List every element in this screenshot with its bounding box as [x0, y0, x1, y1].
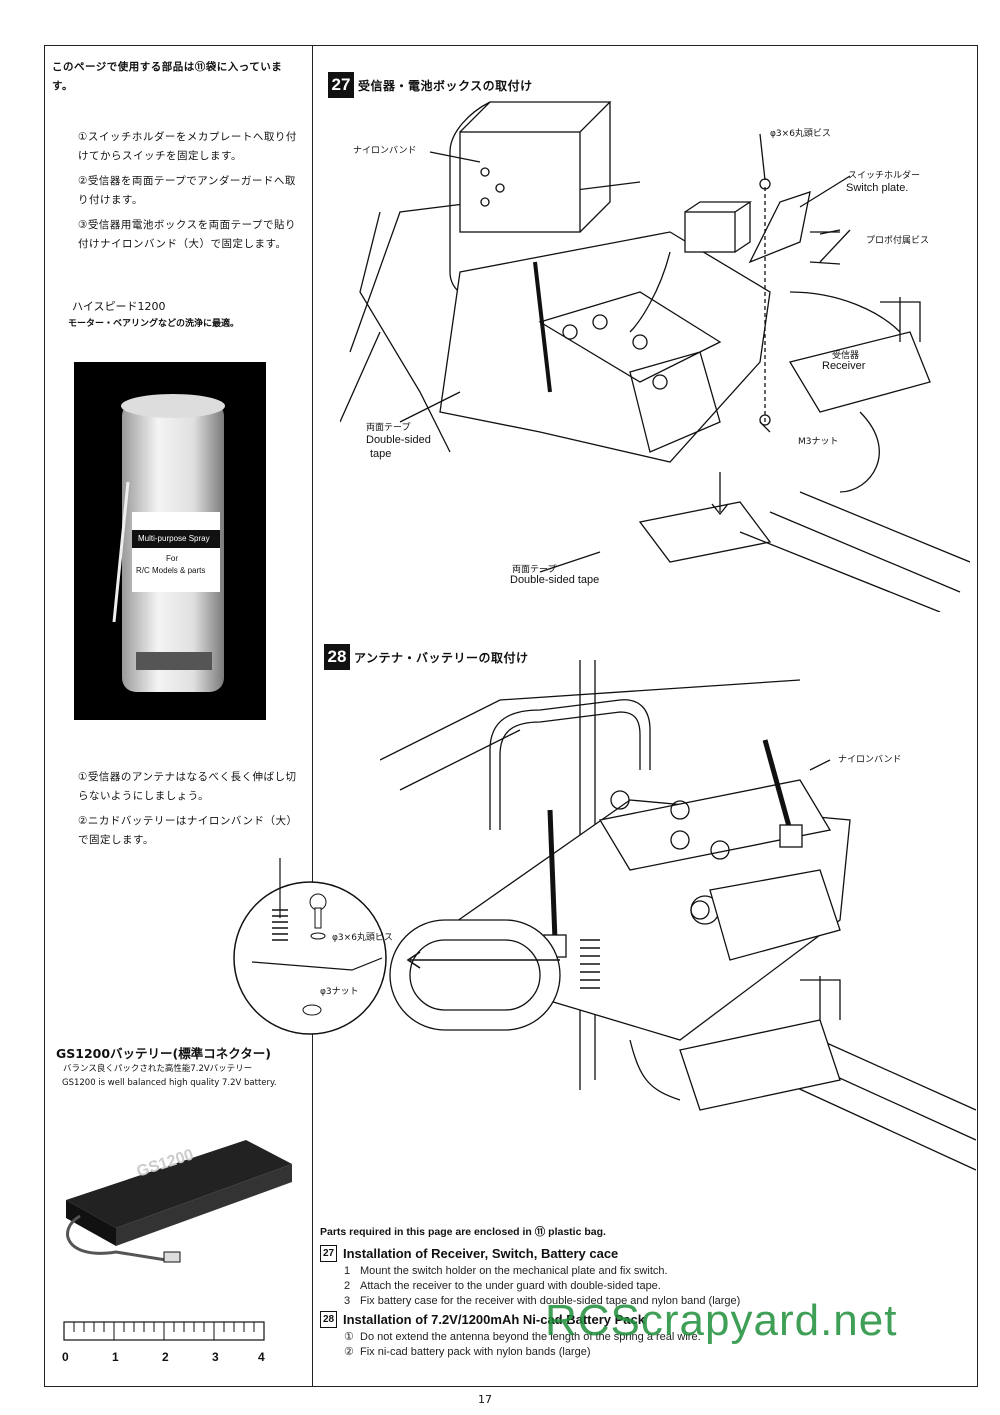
watermark: RCScrapyard.net [545, 1296, 898, 1345]
step-27-1: ①スイッチホルダーをメカプレートへ取り付けてからスイッチを固定します。 [78, 128, 298, 166]
product-note-highspeed: モーター・ベアリングなどの洗浄に最適。 [68, 319, 240, 329]
callout-27-m3-nut: M3ナット [798, 437, 839, 447]
step-text: 受信器を両面テープでアンダーガードへ取り付けます。 [78, 175, 296, 206]
spray-can-photo: Multi-purpose Spray For R/C Models & par… [74, 362, 266, 720]
section-28-diagram [380, 660, 976, 1171]
english-section-27-num: 27 [320, 1245, 337, 1262]
can-label-1: Multi-purpose Spray [138, 534, 210, 543]
section-27-title: 受信器・電池ボックスの取付け [358, 78, 533, 93]
ruler-label-0: 0 [62, 1350, 69, 1364]
callout-27-nylon-band: ナイロンバンド [353, 146, 417, 156]
intro-text: このページで使用する部品は⑪袋に入っています。 [52, 61, 283, 92]
step-28-2: ②ニカドバッテリーはナイロンバンド（大）で固定します。 [78, 812, 298, 850]
ruler-label-3: 3 [212, 1350, 219, 1364]
scale-ruler: 0 1 2 3 4 [62, 1318, 272, 1368]
callout-28-nut-inset: φ3ナット [320, 987, 359, 997]
step-num: ② [78, 815, 88, 827]
callout-27-receiver-jp: 受信器 [832, 351, 860, 361]
ruler-label-1: 1 [112, 1350, 119, 1364]
callout-27-switch-plate: Switch plate. [846, 182, 909, 194]
step-num: ① [78, 131, 88, 143]
section-28-badge: 28 [324, 644, 350, 670]
step-28-1: ①受信器のアンテナはなるべく長く伸ばし切らないようにしましょう。 [78, 768, 298, 806]
callout-27-tape-en1: Double-sided [366, 434, 431, 446]
section-27-badge: 27 [328, 72, 354, 98]
step-text: 受信器用電池ボックスを両面テープで貼り付けナイロンバンド（大）で固定します。 [78, 219, 296, 250]
section-28-header: 28 アンテナ・バッテリーの取付け [324, 644, 529, 670]
antenna-detail-inset [233, 858, 387, 1035]
callout-27-screw: φ3×6丸頭ビス [770, 129, 831, 139]
step-text: スイッチホルダーをメカプレートへ取り付けてからスイッチを固定します。 [78, 131, 297, 162]
steps-28-jp: ①受信器のアンテナはなるべく長く伸ばし切らないようにしましょう。 ②ニカドバッテ… [78, 768, 298, 856]
callout-27-tape2-jp: 両面テープ [512, 565, 557, 575]
product-title-gs1200: GS1200バッテリー(標準コネクター) [56, 1046, 271, 1061]
english-section-28-num: 28 [320, 1311, 337, 1328]
can-label-3: R/C Models & parts [136, 566, 206, 575]
step-27-2: ②受信器を両面テープでアンダーガードへ取り付けます。 [78, 172, 298, 210]
product-note-gs1200-jp: バランス良くパックされた高性能7.2Vバッテリー [63, 1064, 253, 1074]
callout-28-nylon-band: ナイロンバンド [838, 755, 902, 765]
can-label-2: For [166, 554, 178, 563]
steps-27-jp: ①スイッチホルダーをメカプレートへ取り付けてからスイッチを固定します。 ②受信器… [78, 128, 298, 260]
english-section-28-header: 28 Installation of 7.2V/1200mAh Ni-cad B… [320, 1311, 970, 1328]
step-27-3: ③受信器用電池ボックスを両面テープで貼り付けナイロンバンド（大）で固定します。 [78, 216, 298, 254]
section-28-title: アンテナ・バッテリーの取付け [354, 650, 529, 665]
product-note-gs1200-en: GS1200 is well balanced high quality 7.2… [62, 1078, 277, 1088]
english-parts-note: Parts required in this page are enclosed… [320, 1226, 606, 1238]
page-number: 17 [478, 1393, 492, 1406]
step-text: ニカドバッテリーはナイロンバンド（大）で固定します。 [78, 815, 298, 846]
callout-27-tape-en2: tape [370, 448, 392, 460]
ruler-ticks [63, 1321, 265, 1341]
english-section-28-title: Installation of 7.2V/1200mAh Ni-cad Batt… [343, 1312, 645, 1327]
callout-27-tape-jp: 両面テープ [366, 423, 411, 433]
section-27-diagram [340, 101, 970, 612]
ruler-label-4: 4 [258, 1350, 265, 1364]
callout-28-screw-inset: φ3×6丸頭ビス [332, 933, 393, 943]
step-num: ② [78, 175, 88, 187]
spray-can-image [112, 394, 225, 692]
product-title-highspeed: ハイスピード1200 [72, 300, 166, 313]
step-num: ③ [78, 219, 88, 231]
gs1200-battery-image [66, 1140, 292, 1263]
english-section-27-title: Installation of Receiver, Switch, Batter… [343, 1246, 619, 1261]
english-instructions: Parts required in this page are enclosed… [320, 1224, 970, 1360]
callout-27-tape2-en: Double-sided tape [510, 574, 600, 586]
step-text: 受信器のアンテナはなるべく長く伸ばし切らないようにしましょう。 [78, 771, 297, 802]
step-num: ① [78, 771, 88, 783]
english-section-27-header: 27 Installation of Receiver, Switch, Bat… [320, 1245, 970, 1262]
callout-27-propo-screw: プロポ付属ビス [866, 236, 930, 246]
column-divider [312, 45, 313, 1387]
callout-27-receiver-en: Receiver [822, 360, 866, 372]
ruler-label-2: 2 [162, 1350, 169, 1364]
page-frame [44, 45, 978, 1387]
callout-27-switch-holder-jp: スイッチホルダー [848, 171, 921, 181]
section-27-header: 27 受信器・電池ボックスの取付け [328, 72, 533, 98]
